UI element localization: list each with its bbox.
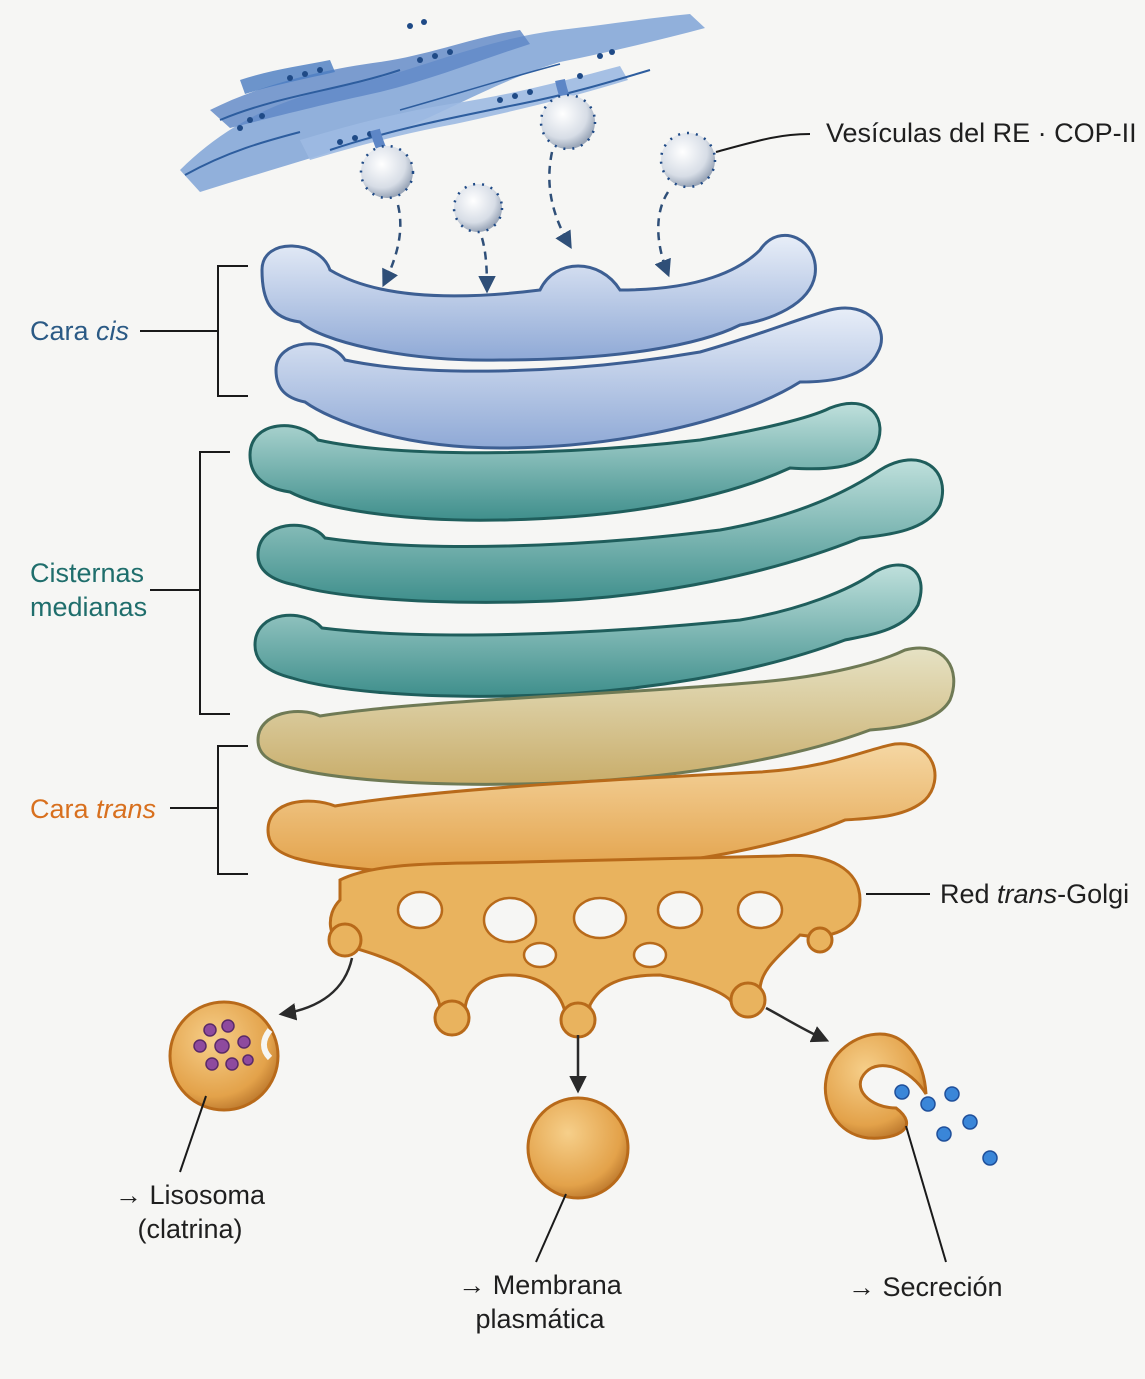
er-vesicle-1 [359, 144, 415, 200]
trans-golgi-network-label: Red trans-Golgi [940, 879, 1130, 909]
secretion-leader [905, 1125, 947, 1263]
lysosome [168, 1000, 280, 1112]
er-vesicle-3 [539, 93, 597, 151]
plasma-membrane-label: → Membrana plasmática [458, 1270, 622, 1334]
secreted-granules [894, 1084, 998, 1166]
er-vesicle-4 [659, 131, 717, 189]
membrane-vesicle [526, 1096, 630, 1200]
cis-cisterna-2 [274, 306, 883, 450]
trans-face-label: Cara trans [30, 794, 157, 824]
endoplasmic-reticulum [180, 14, 705, 192]
medial-cisterna-2 [256, 458, 944, 604]
medial-cisternae-label: Cisternas medianas [30, 558, 148, 622]
cis-cisternae [260, 233, 883, 450]
medial-cisternae [248, 401, 944, 698]
lysosome-label: → Lisosoma (clatrina) [114, 1180, 266, 1244]
medial-cisterna-3 [253, 563, 923, 698]
er-vesicles [359, 93, 717, 234]
er-vesicles-label: Vesículas del RE · COP-II [826, 118, 1137, 148]
er-vesicle-2 [452, 182, 504, 234]
leader-lines [140, 133, 947, 1263]
trans-golgi-network [327, 853, 862, 1039]
lysosome-cargo [193, 1019, 254, 1071]
cis-cisterna-1 [260, 233, 817, 362]
cis-bracket [140, 265, 248, 397]
secretion-label: → Secreción [848, 1272, 1003, 1302]
vesicle-arrows [382, 151, 671, 294]
transitional-cisterna [256, 646, 956, 786]
secretory-vesicle [823, 1032, 998, 1166]
cis-face-label: Cara cis [30, 316, 130, 346]
medial-cisterna-1 [248, 401, 882, 522]
release-arrows [278, 957, 830, 1094]
er-vesicle-leader [715, 133, 811, 153]
medial-bracket [150, 451, 230, 715]
trans-bracket [170, 745, 248, 875]
lysosome-leader [179, 1095, 207, 1173]
membrane-leader [535, 1193, 567, 1263]
